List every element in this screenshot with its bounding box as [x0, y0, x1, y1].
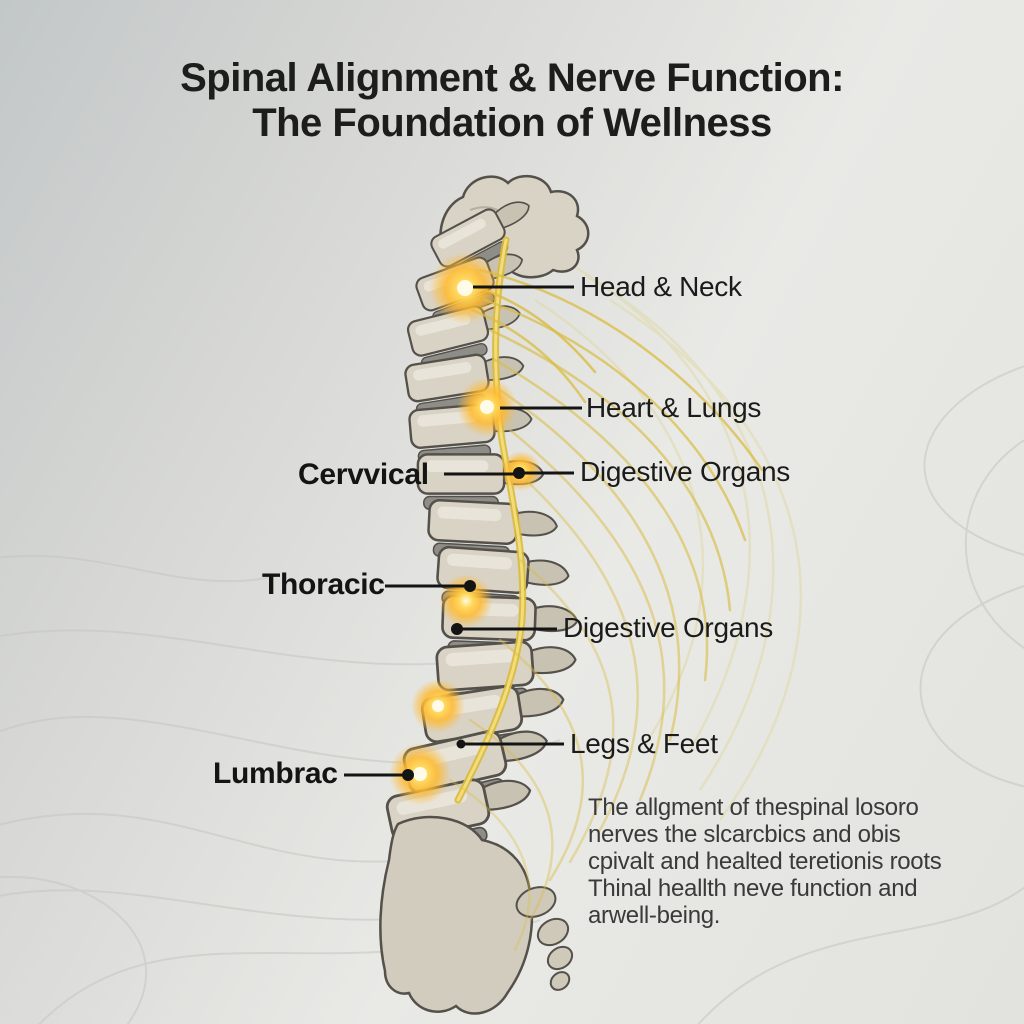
coccyx — [515, 886, 574, 991]
label-digestive-upper: Digestive Organs — [580, 456, 790, 487]
caption-line: cpivalt and healted teretionis roots — [588, 848, 942, 875]
poster-title: Spinal Alignment & Nerve Function: The F… — [0, 56, 1024, 146]
caption-line: nerves the slcarcbics and obis — [588, 821, 901, 848]
poster-title-line2: The Foundation of Wellness — [252, 101, 772, 145]
vertebral-column — [379, 174, 590, 1015]
label-lumbar: Lumbrac — [213, 757, 338, 790]
nerve-fan — [448, 268, 764, 952]
caption-line: The allgment of thespinal losoro — [588, 794, 919, 821]
label-digestive-lower: Digestive Organs — [563, 612, 773, 643]
label-thoracic: Thoracic — [262, 568, 385, 601]
label-head-neck: Head & Neck — [580, 271, 742, 302]
caption-line: Thinal heallth neve function and — [588, 875, 918, 902]
nerve-glow-spots — [389, 252, 541, 805]
label-legs-feet: Legs & Feet — [570, 728, 718, 759]
caption-paragraph: The allgment of thespinal losoro nerves … — [588, 794, 960, 929]
leader-lines — [344, 285, 582, 781]
sacrum — [379, 815, 534, 1015]
label-heart-lungs: Heart & Lungs — [586, 392, 762, 423]
background-scribbles — [0, 365, 1024, 1024]
caption-line: arwell-being. — [588, 902, 721, 929]
poster-title-line1: Spinal Alignment & Nerve Function: — [180, 56, 844, 100]
label-cervical: Cervvical — [298, 458, 429, 491]
